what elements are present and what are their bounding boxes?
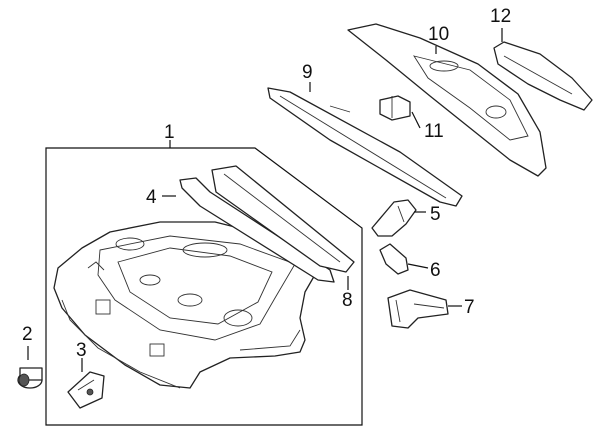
cover-panel-part-9	[267, 87, 463, 207]
callout-12: 12	[490, 6, 511, 27]
leader-lines	[27, 28, 503, 372]
bracket-part-7	[387, 289, 449, 329]
shelf-part-10	[347, 23, 547, 177]
callout-1: 1	[164, 122, 175, 143]
trim-part-8	[211, 165, 355, 273]
bracket-part-6	[379, 243, 409, 275]
bracket-part-11	[379, 95, 411, 121]
side-trim-part-12	[493, 41, 593, 111]
callout-2: 2	[22, 324, 33, 345]
callout-10: 10	[428, 24, 449, 45]
callout-5: 5	[430, 204, 441, 225]
callout-11: 11	[424, 121, 444, 142]
bracket-part-3	[67, 371, 105, 409]
bracket-part-5	[371, 199, 417, 237]
package-tray-panel	[53, 221, 321, 389]
callout-4: 4	[146, 187, 157, 208]
callout-9: 9	[302, 62, 313, 83]
assembly-1-frame	[45, 147, 363, 426]
clip-part-2	[17, 367, 43, 389]
callout-3: 3	[76, 340, 87, 361]
callout-7: 7	[464, 297, 475, 318]
strip-part-4	[179, 177, 335, 283]
callout-8: 8	[342, 290, 353, 311]
callout-6: 6	[430, 260, 441, 281]
